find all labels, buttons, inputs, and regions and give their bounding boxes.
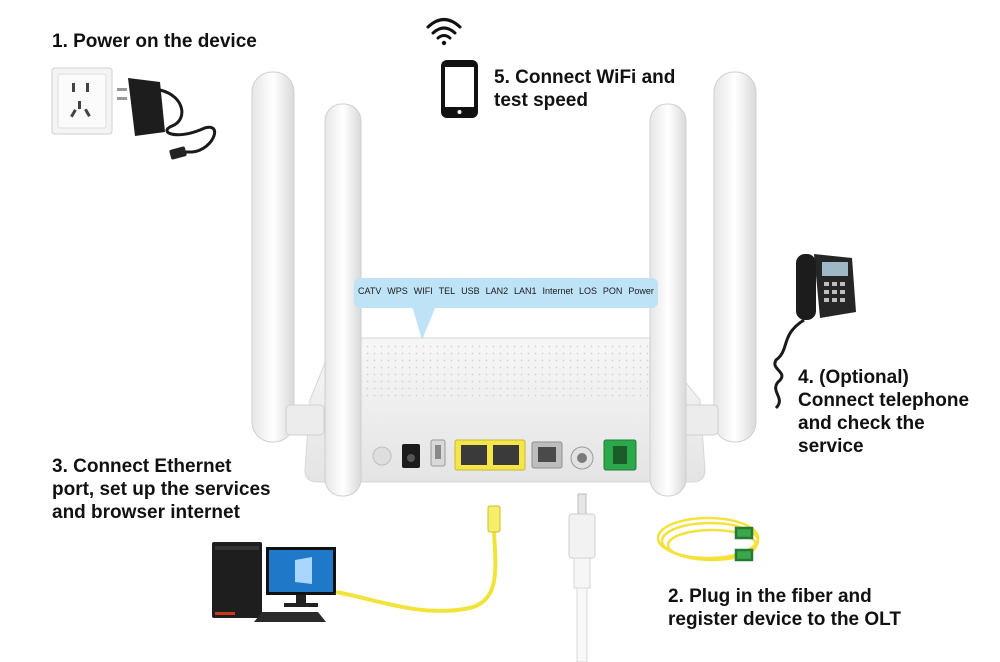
caption-line: and check the (798, 413, 925, 434)
caption-line: port, set up the services (52, 479, 271, 500)
step-power-caption: 1. Power on the device (52, 30, 257, 53)
led-label: LOS (578, 286, 597, 296)
smartphone-icon (441, 60, 478, 118)
wifi-icon (426, 18, 462, 46)
caption-line: 5. Connect WiFi and (494, 67, 676, 88)
step-fiber-caption: 2. Plug in the fiber and register device… (668, 585, 901, 631)
caption-line: 4. (Optional) (798, 367, 909, 388)
led-label-row: CATV WPS WIFI TEL USB LAN2 LAN1 Internet… (358, 286, 654, 296)
caption-line: 1. Power on the device (52, 31, 257, 52)
desktop-pc-icon (212, 542, 336, 622)
caption-line: service (798, 436, 864, 457)
router-icon (251, 71, 757, 497)
ip-phone-icon (773, 254, 856, 410)
caption-line: register device to the OLT (668, 609, 901, 630)
led-label: USB (461, 286, 480, 296)
fiber-patch-cord-icon (656, 516, 760, 562)
led-indicator-callout (354, 278, 658, 308)
step-telephone-caption: 4. (Optional) Connect telephone and chec… (798, 366, 969, 458)
led-label: LAN1 (514, 286, 537, 296)
led-label: WPS (387, 286, 408, 296)
step-wifi-caption: 5. Connect WiFi and test speed (494, 66, 675, 112)
ethernet-cable (335, 505, 501, 613)
led-label: Internet (542, 286, 574, 296)
led-label: Power (628, 286, 654, 296)
led-label: PON (602, 286, 623, 296)
caption-line: Connect telephone (798, 390, 970, 411)
caption-line: test speed (494, 90, 588, 111)
led-label: LAN2 (485, 286, 509, 296)
caption-line: 2. Plug in the fiber and (668, 586, 872, 607)
caption-line: and browser internet (52, 502, 240, 523)
led-label: CATV (358, 286, 382, 296)
caption-line: 3. Connect Ethernet (52, 456, 232, 477)
led-callout-pointer (412, 306, 436, 340)
led-label: WIFI (413, 286, 433, 296)
wall-socket-icon (51, 67, 113, 135)
step-ethernet-caption: 3. Connect Ethernet port, set up the ser… (52, 455, 271, 524)
power-adapter-icon (117, 78, 217, 160)
coax-cable-icon (568, 493, 596, 662)
led-label: TEL (438, 286, 456, 296)
